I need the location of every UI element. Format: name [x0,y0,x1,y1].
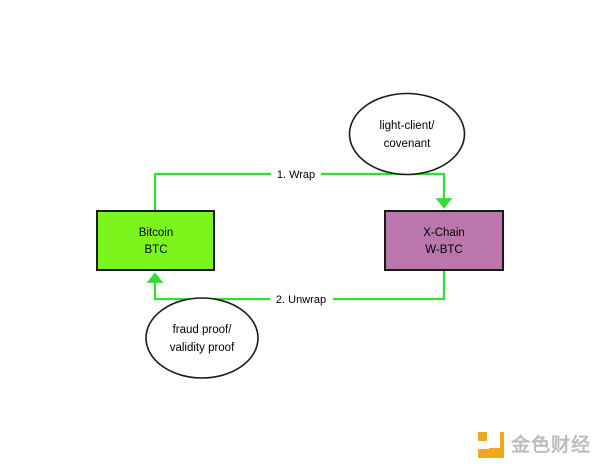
logo-shape-foot [478,449,490,458]
node-bitcoin-label-line2: BTC [145,244,168,256]
logo-shape-square [478,432,487,441]
logo-shape-notch [489,432,500,448]
node-fraud-proof-ellipse[interactable] [145,297,259,379]
node-light-client-label-line1: light-client/ [380,120,436,132]
node-bitcoin-label-line1: Bitcoin [139,227,174,239]
jinse-logo-icon [478,432,504,458]
node-light-client-label-line2: covenant [384,138,431,150]
node-light-client[interactable]: light-client/ covenant [348,92,466,176]
node-bitcoin[interactable]: Bitcoin BTC [96,210,215,271]
edge-wrap: 1. Wrap [153,166,453,211]
node-fraud-proof-label-line1: fraud proof/ [173,324,233,336]
node-xchain[interactable]: X-Chain W-BTC [384,210,504,271]
node-fraud-proof[interactable]: fraud proof/ validity proof [145,297,259,379]
edge-unwrap-label-bg [270,291,333,307]
edge-unwrap-label: 2. Unwrap [276,294,326,306]
node-xchain-rect[interactable] [384,210,504,271]
edge-wrap-label: 1. Wrap [277,169,315,181]
node-xchain-label-line2: W-BTC [425,244,462,256]
node-light-client-ellipse[interactable] [348,92,466,176]
watermark-text: 金色财经 [511,433,592,456]
watermark: 金色财经 [478,432,591,458]
node-bitcoin-rect[interactable] [96,210,215,271]
node-fraud-proof-label-line2: validity proof [170,342,235,354]
edge-unwrap: 2. Unwrap [146,270,446,307]
node-xchain-label-line1: X-Chain [423,227,465,239]
edge-wrap-label-bg [271,166,321,182]
